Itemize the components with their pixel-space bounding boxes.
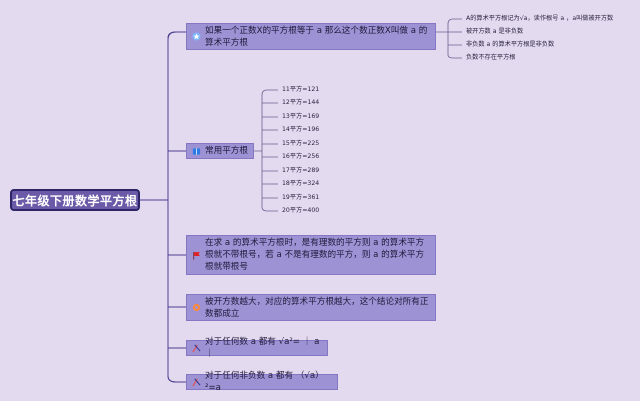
square-item: 16平方=256 — [282, 153, 320, 160]
square-item: 13平方=169 — [282, 113, 320, 120]
branch-node-abs-identity[interactable]: 对于任何数 a 都有 √a²= ｜ a ｜ — [186, 337, 328, 359]
gear-icon — [192, 303, 201, 312]
branch-node-monotonic[interactable]: 被开方数越大，对应的算术平方根越大，这个结论对所有正数都成立 — [186, 294, 436, 321]
branch-node-definition[interactable]: 如果一个正数X的平方根等于 a 那么这个数正数X叫做 a 的算术平方根 — [186, 23, 436, 50]
connector-branch-6 — [167, 375, 186, 383]
branch-text: 被开方数越大，对应的算术平方根越大，这个结论对所有正数都成立 — [205, 296, 429, 319]
connector-b1-children — [436, 18, 462, 59]
branch-text: 如果一个正数X的平方根等于 a 那么这个数正数X叫做 a 的算术平方根 — [205, 25, 428, 48]
branch-node-rational-rule[interactable]: 在求 a 的算术平方根时，是有理数的平方则 a 的算术平方根就不带根号，若 a … — [186, 235, 436, 275]
branch-text: 在求 a 的算术平方根时，是有理数的平方则 a 的算术平方根就不带根号，若 a … — [205, 238, 425, 272]
square-item: 11平方=121 — [282, 86, 320, 93]
square-item: 12平方=144 — [282, 99, 320, 106]
leaf-item: A的算术平方根记为√a，读作根号 a ，a叫做被开方数 — [466, 15, 614, 22]
leaf-item: 被开方数 a 是非负数 — [466, 28, 524, 35]
root-title: 七年级下册数学平方根 — [12, 193, 138, 208]
pencil-ruler-icon — [192, 344, 201, 353]
square-item: 14平方=196 — [282, 126, 320, 133]
flag-icon — [192, 251, 201, 260]
square-item: 17平方=289 — [282, 167, 320, 174]
square-item: 19平方=361 — [282, 194, 320, 201]
leaf-item: 负数不存在平方根 — [466, 54, 516, 61]
branch-text: 对于任何数 a 都有 √a²= ｜ a ｜ — [205, 337, 320, 359]
connector-b2-children — [254, 89, 278, 212]
root-node[interactable]: 七年级下册数学平方根 — [10, 189, 140, 211]
square-item: 15平方=225 — [282, 140, 320, 147]
branch-text: 常用平方根 — [205, 146, 248, 156]
branch-node-square-identity[interactable]: 对于任何非负数 a 都有 （√a）²=a — [186, 371, 338, 393]
square-item: 18平方=324 — [282, 180, 320, 187]
book-icon — [192, 147, 201, 156]
pencil-ruler-icon — [192, 378, 201, 387]
square-item: 20平方=400 — [282, 207, 320, 214]
leaf-item: 非负数 a 的算术平方根是非负数 — [466, 41, 555, 48]
connector-branch-1 — [167, 31, 186, 39]
connector-trunk — [167, 31, 177, 383]
branch-text: 对于任何非负数 a 都有 （√a）²=a — [205, 371, 324, 393]
branch-node-common-roots[interactable]: 常用平方根 — [186, 143, 254, 159]
star-icon — [192, 32, 201, 41]
